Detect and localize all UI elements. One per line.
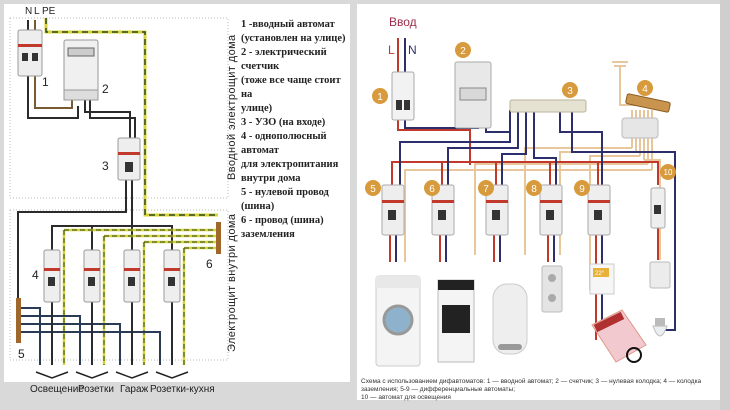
ground-busbar: [621, 93, 671, 139]
svg-text:10: 10: [664, 168, 673, 177]
breaker-garage: [123, 249, 141, 303]
label-neutral-n: N: [408, 43, 417, 57]
heating-mat: [591, 309, 647, 363]
badge-5: 5: [365, 180, 381, 196]
svg-text:7: 7: [483, 184, 489, 195]
svg-text:8: 8: [531, 184, 537, 195]
number-3: 3: [102, 159, 109, 173]
left-diagram-panel: [4, 4, 350, 382]
label-phase-l: L: [388, 43, 395, 57]
floor-heating-thermostat: 22°: [589, 263, 615, 295]
svg-text:9: 9: [579, 184, 585, 195]
water-heater: [492, 283, 528, 355]
legend-line: 5 - нулевой провод (шина): [241, 187, 329, 212]
svg-text:5: 5: [370, 184, 376, 195]
pe-wire: [44, 18, 218, 217]
legend: 1 -вводный автомат (установлен на улице)…: [241, 18, 353, 242]
rcbo-6: [431, 184, 455, 236]
electric-meter-device: [454, 61, 492, 129]
neutral-bus: [16, 298, 21, 343]
label-pe: PE: [42, 6, 56, 17]
circuit-label-sockets: Розетки: [78, 384, 114, 395]
number-1: 1: [42, 75, 49, 89]
rcd-device: [117, 137, 141, 181]
badge-3: 3: [562, 82, 578, 98]
legend-line: 3 - УЗО (на входе): [241, 117, 326, 128]
legend-line: для электропитания: [241, 159, 339, 170]
legend-line: улице): [241, 103, 273, 114]
socket: [541, 265, 563, 313]
label-l: L: [34, 6, 40, 17]
legend-line: (установлен на улице): [241, 33, 346, 44]
circuit-label-garage: Гараж: [120, 384, 149, 395]
thermostat-display: 22°: [595, 271, 605, 277]
legend-line: 6 - провод (шина): [241, 215, 324, 226]
ground-bus: [216, 222, 221, 254]
caption-line-2: 10 — автомат для освещения: [361, 394, 451, 401]
legend-line: заземления: [241, 229, 295, 240]
scrollbar[interactable]: [720, 0, 730, 410]
neutral-busbar: [509, 99, 587, 113]
badge-7: 7: [478, 180, 494, 196]
label-n: N: [25, 6, 32, 17]
number-2: 2: [102, 82, 109, 96]
diagram-caption: Схема с использованием дифавтоматов: 1 —…: [361, 378, 716, 402]
breaker-10: [650, 187, 666, 229]
washing-machine: [375, 275, 421, 367]
rcbo-7: [485, 184, 509, 236]
svg-text:6: 6: [429, 184, 435, 195]
label-vvod: Ввод: [389, 15, 417, 29]
svg-text:3: 3: [567, 86, 573, 97]
badge-1: 1: [372, 88, 388, 104]
svg-text:2: 2: [460, 46, 466, 57]
legend-line: внутри дома: [241, 173, 301, 184]
breaker-lighting: [43, 249, 61, 303]
breaker-sockets: [83, 249, 101, 303]
input-breaker-device: [391, 71, 415, 121]
badge-10: 10: [660, 164, 676, 180]
caption-line-1: Схема с использованием дифавтоматов: 1 —…: [361, 378, 702, 393]
circuit-label-lighting: Освещение: [30, 384, 84, 395]
number-6: 6: [206, 257, 213, 271]
number-4: 4: [32, 268, 39, 282]
input-breaker: [17, 29, 43, 77]
badge-2: 2: [455, 42, 471, 58]
badge-9: 9: [574, 180, 590, 196]
breaker-kitchen: [163, 249, 181, 303]
legend-line: 2 - электрический счетчик: [241, 47, 327, 72]
rcbo-9: [587, 184, 611, 236]
circuit-label-kitchen: Розетки-кухня: [150, 384, 215, 395]
badge-8: 8: [526, 180, 542, 196]
light-switch: [649, 261, 671, 289]
input-panel-box: [9, 17, 229, 199]
svg-text:1: 1: [377, 92, 383, 103]
electric-stove: [437, 279, 475, 363]
svg-text:4: 4: [642, 84, 648, 95]
rcbo-5: [381, 184, 405, 236]
badge-4: 4: [637, 80, 653, 96]
legend-line: 4 - однополюсный автомат: [241, 131, 327, 156]
light-bulb: [652, 318, 668, 337]
legend-line: (тоже все чаще стоит на: [241, 75, 341, 100]
legend-line: 1 -вводный автомат: [241, 19, 335, 30]
electric-meter: [63, 39, 99, 101]
rcbo-8: [539, 184, 563, 236]
number-5: 5: [18, 347, 25, 361]
badge-6: 6: [424, 180, 440, 196]
